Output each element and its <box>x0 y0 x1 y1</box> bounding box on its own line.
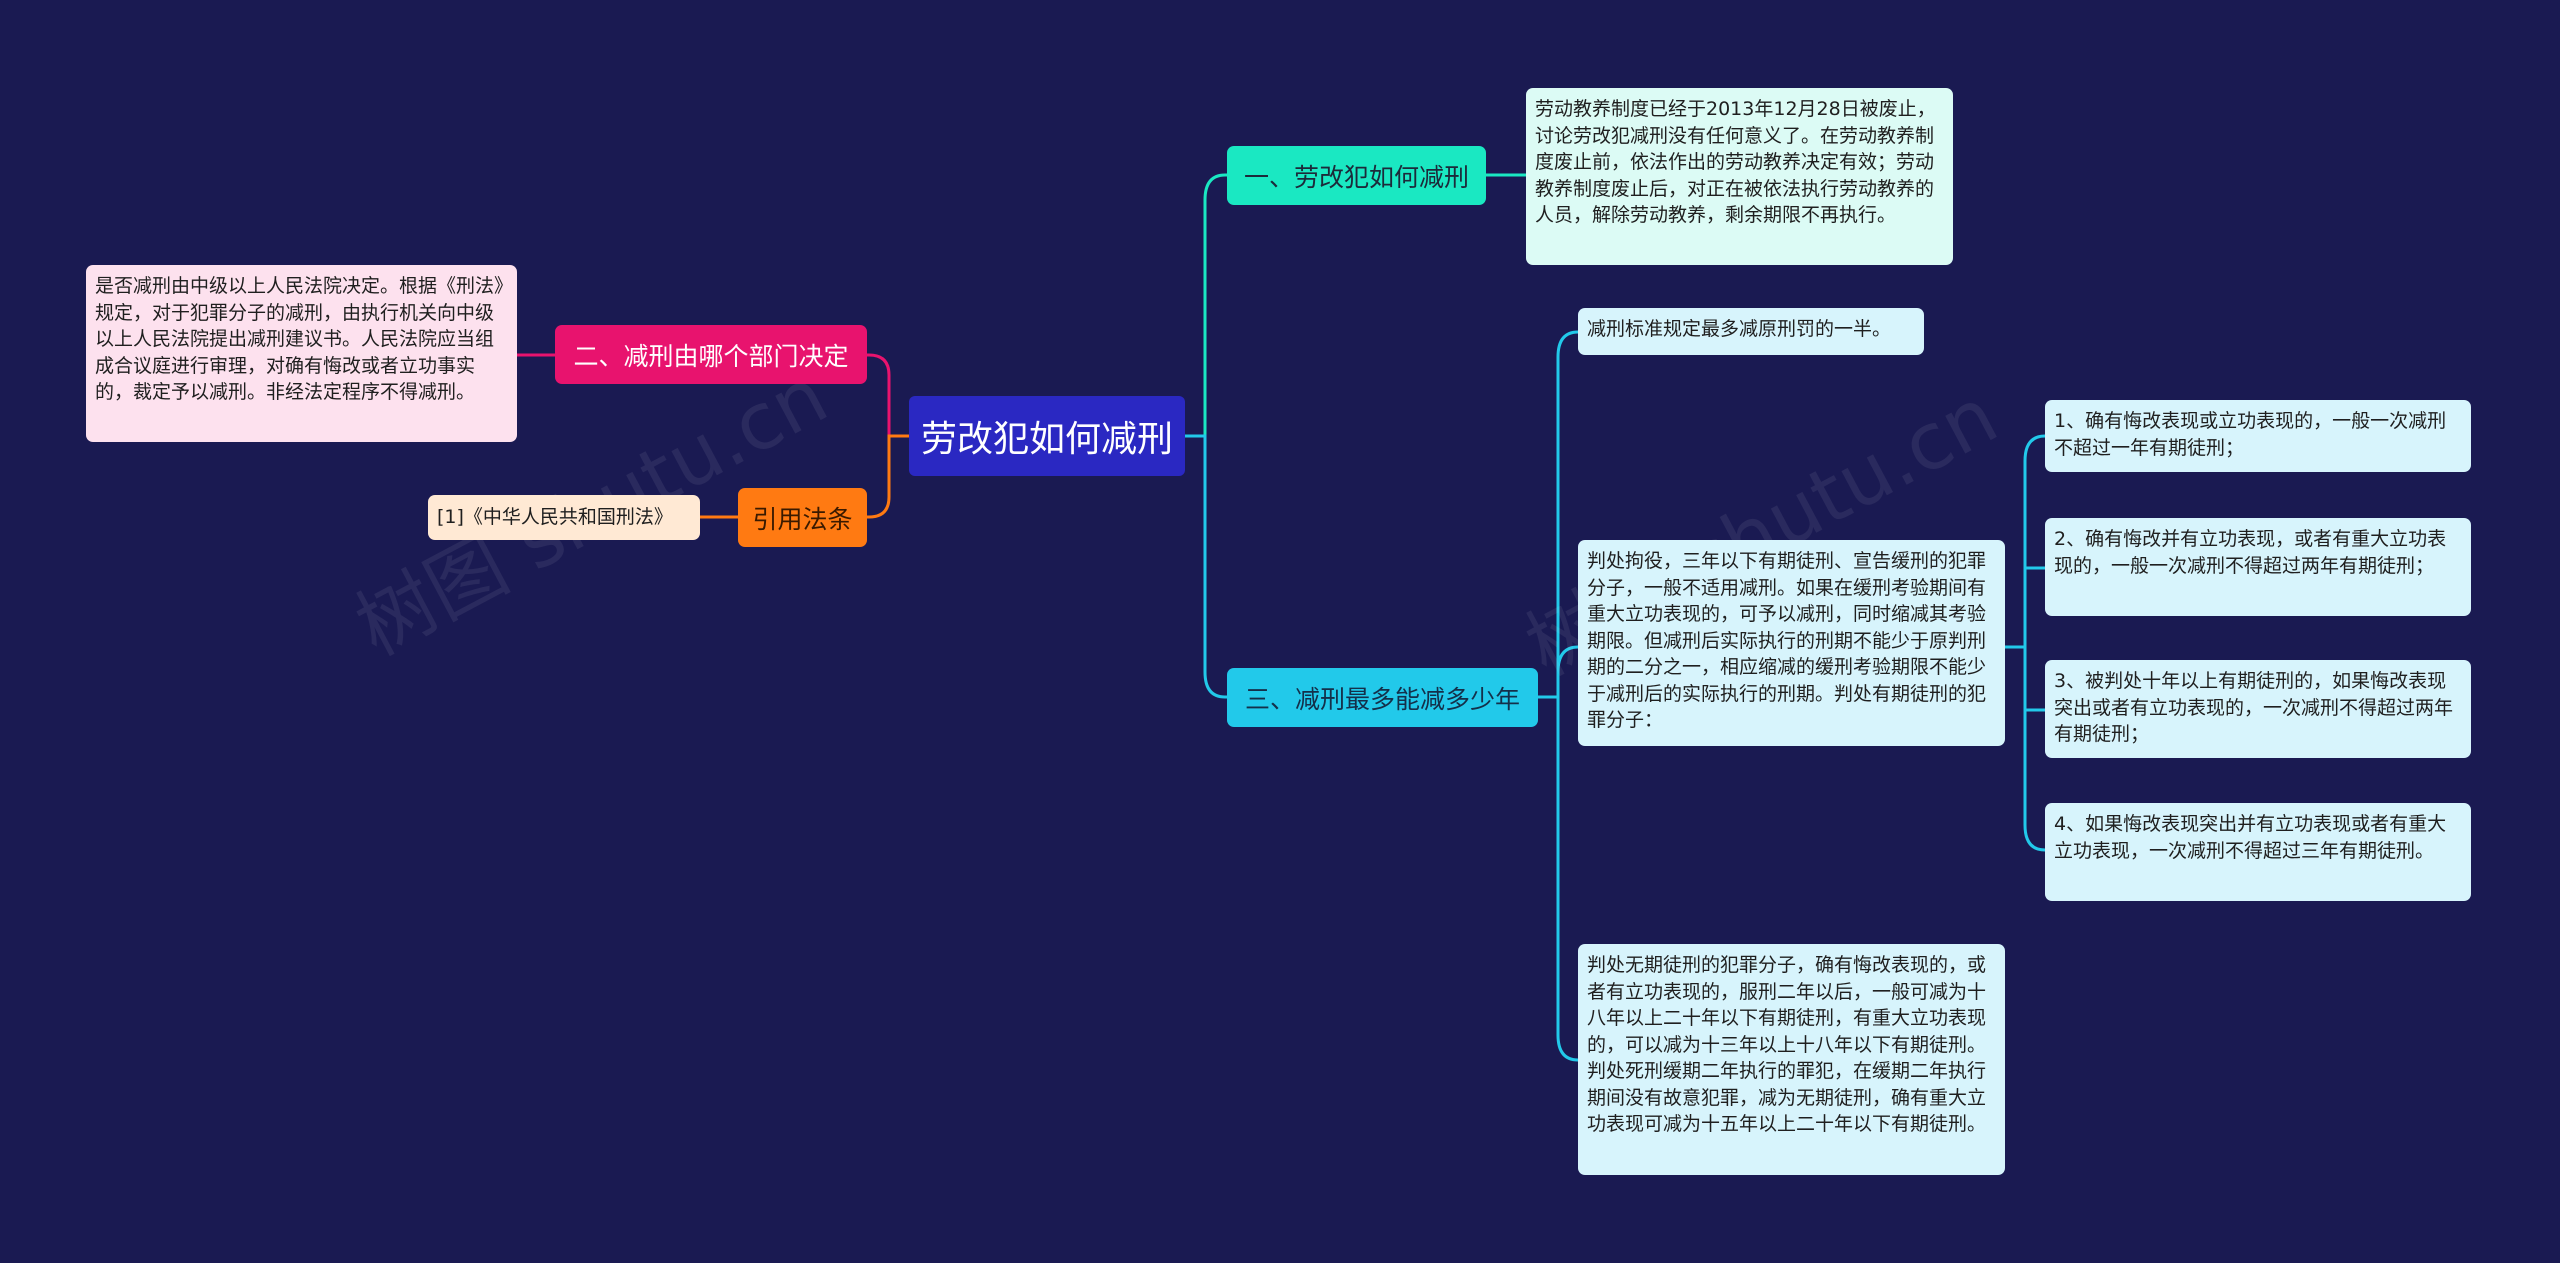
branch-label: 三、减刑最多能减多少年 <box>1244 684 1520 714</box>
branch-which-department[interactable]: 二、减刑由哪个部门决定 <box>555 325 867 384</box>
sub-item-1[interactable]: 1、确有悔改表现或立功表现的，一般一次减刑不超过一年有期徒刑； <box>2045 400 2471 472</box>
leaf-court-decision[interactable]: 是否减刑由中级以上人民法院决定。根据《刑法》规定，对于犯罪分子的减刑，由执行机关… <box>86 265 517 442</box>
leaf-fixed-term[interactable]: 判处拘役，三年以下有期徒刑、宣告缓刑的犯罪分子，一般不适用减刑。如果在缓刑考验期… <box>1578 540 2005 746</box>
leaf-criminal-law[interactable]: [1]《中华人民共和国刑法》 <box>428 495 700 540</box>
leaf-life-sentence[interactable]: 判处无期徒刑的犯罪分子，确有悔改表现的，或者有立功表现的，服刑二年以后，一般可减… <box>1578 944 2005 1175</box>
branch-max-years[interactable]: 三、减刑最多能减多少年 <box>1227 668 1538 727</box>
branch-cited-law[interactable]: 引用法条 <box>738 488 867 547</box>
link-root-b3 <box>1185 434 1227 699</box>
link-root-b2 <box>867 353 909 438</box>
branch-label: 一、劳改犯如何减刑 <box>1243 162 1469 192</box>
leaf-labor-education[interactable]: 劳动教养制度已经于2013年12月28日被废止，讨论劳改犯减刑没有任何意义了。在… <box>1526 88 1953 265</box>
link-root-b1 <box>1185 173 1227 438</box>
link-b3b-subs <box>2005 434 2046 852</box>
root-topic-label: 劳改犯如何减刑 <box>920 419 1173 460</box>
branch-label: 二、减刑由哪个部门决定 <box>573 341 849 371</box>
branch-label: 引用法条 <box>752 504 853 534</box>
sub-item-3[interactable]: 3、被判处十年以上有期徒刑的，如果悔改表现突出或者有立功表现的，一次减刑不得超过… <box>2045 660 2471 758</box>
sub-item-4[interactable]: 4、如果悔改表现突出并有立功表现或者有重大立功表现，一次减刑不得超过三年有期徒刑… <box>2045 803 2471 901</box>
leaf-half-rule[interactable]: 减刑标准规定最多减原刑罚的一半。 <box>1578 308 1924 355</box>
sub-item-2[interactable]: 2、确有悔改并有立功表现，或者有重大立功表现的，一般一次减刑不得超过两年有期徒刑… <box>2045 518 2471 616</box>
branch-how-reduce[interactable]: 一、劳改犯如何减刑 <box>1227 146 1486 205</box>
link-b3-leaves <box>1538 330 1579 1062</box>
link-root-b4 <box>867 434 909 519</box>
root-topic[interactable]: 劳改犯如何减刑 <box>909 396 1185 476</box>
